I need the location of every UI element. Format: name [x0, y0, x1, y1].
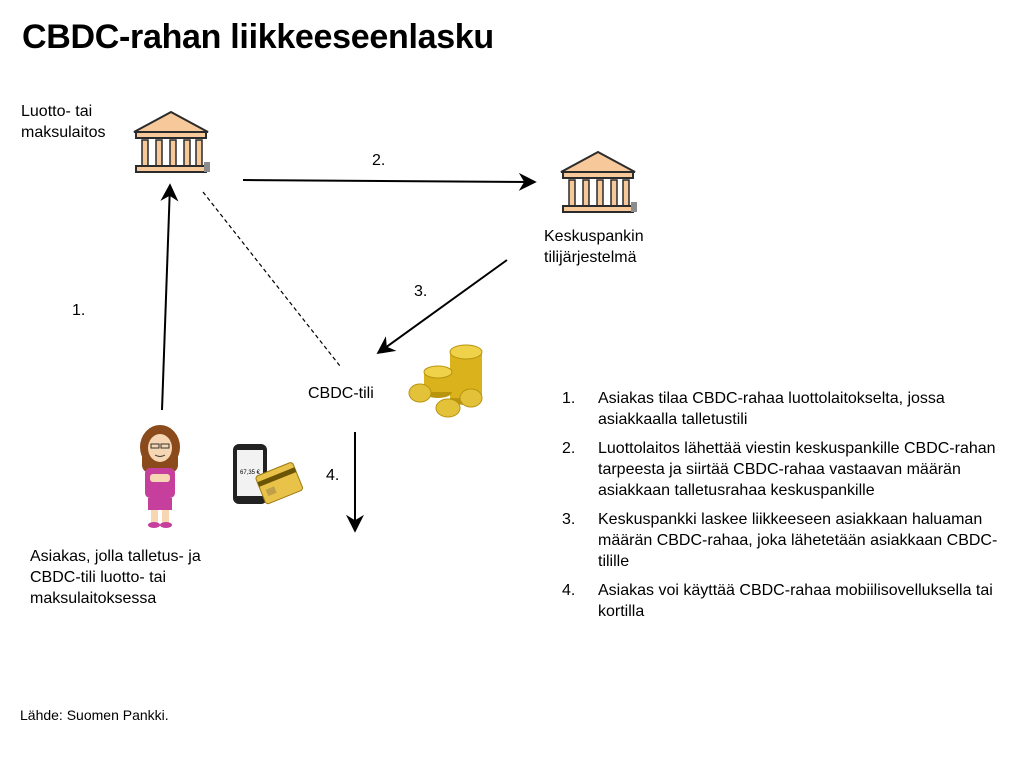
- phone-card-icon: 67,35 €: [233, 444, 304, 505]
- central-bank-label: Keskuspankin tilijärjestelmä: [544, 228, 644, 266]
- cbdc-account-label: CBDC-tili: [308, 385, 374, 402]
- step-item: 4. Asiakas voi käyttää CBDC-rahaa mobiili…: [562, 580, 1007, 622]
- arrow-1-label: 1.: [72, 302, 85, 319]
- customer-label: Asiakas, jolla talletus- ja CBDC-tili lu…: [30, 548, 201, 607]
- arrow-3: [376, 259, 508, 355]
- step-text: Luottolaitos lähettää viestin keskuspank…: [598, 440, 996, 499]
- arrow-2-label: 2.: [372, 152, 385, 169]
- arrow-1: [160, 183, 179, 411]
- step-item: 1. Asiakas tilaa CBDC-rahaa luottolaitoks…: [562, 388, 1007, 430]
- source-note: Lähde: Suomen Pankki.: [20, 707, 169, 723]
- step-number: 2.: [562, 440, 576, 457]
- phone-amount: 67,35 €: [240, 470, 261, 476]
- step-text: Asiakas tilaa CBDC-rahaa luottolaitoksel…: [598, 390, 945, 428]
- step-number: 3.: [562, 511, 576, 528]
- dashed-link: [202, 191, 341, 367]
- step-number: 4.: [562, 582, 576, 599]
- customer-icon: [140, 425, 180, 528]
- arrow-4-label: 4.: [326, 467, 339, 484]
- steps-list: 1. Asiakas tilaa CBDC-rahaa luottolaitoks…: [562, 388, 1007, 630]
- arrow-2: [242, 172, 537, 191]
- arrow-3-label: 3.: [414, 283, 427, 300]
- bank-label: Luotto- tai maksulaitos: [21, 103, 106, 141]
- step-text: Asiakas voi käyttää CBDC-rahaa mobiiliso…: [598, 582, 993, 620]
- step-number: 1.: [562, 390, 576, 407]
- step-item: 2. Luottolaitos lähettää viestin keskuspa…: [562, 438, 1007, 501]
- central-bank-icon: [560, 151, 638, 213]
- step-text: Keskuspankki laskee liikkeeseen asiakkaa…: [598, 511, 998, 570]
- step-item: 3. Keskuspankki laskee liikkeeseen asiakk…: [562, 509, 1007, 572]
- coins-icon: [408, 344, 483, 418]
- page-title: CBDC-rahan liikkeeseenlasku: [22, 18, 494, 56]
- bank-icon: [133, 111, 211, 173]
